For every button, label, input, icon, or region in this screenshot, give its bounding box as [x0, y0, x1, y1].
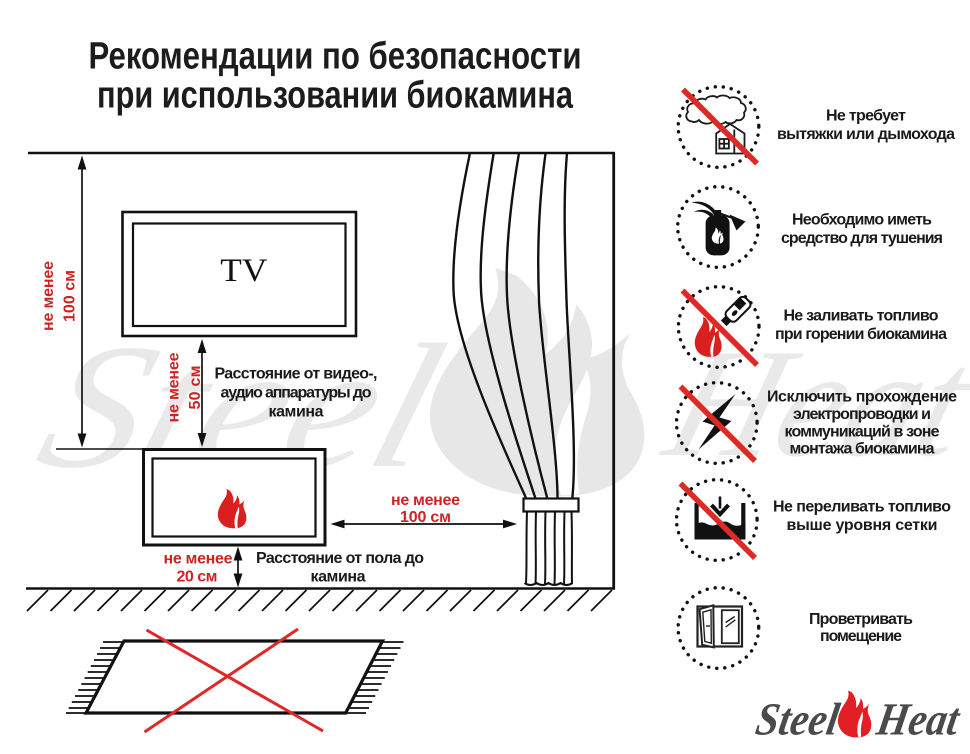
svg-text:Необходимо иметь: Необходимо иметь: [792, 212, 932, 229]
svg-text:вытяжки или дымохода: вытяжки или дымохода: [777, 126, 955, 143]
svg-text:Steel: Steel: [752, 695, 843, 746]
svg-text:Исключить прохождение: Исключить прохождение: [767, 389, 957, 406]
svg-text:при горении биокамина: при горении биокамина: [775, 326, 947, 343]
svg-text:камина: камина: [311, 569, 366, 586]
svg-text:100 см: 100 см: [400, 509, 451, 526]
svg-text:Heat: Heat: [872, 695, 965, 746]
svg-text:камина: камина: [269, 404, 324, 421]
svg-text:Проветривать: Проветривать: [809, 611, 913, 628]
svg-text:помещение: помещение: [820, 628, 902, 645]
svg-text:средство для тушения: средство для тушения: [781, 230, 943, 247]
svg-text:не менее: не менее: [40, 261, 57, 331]
svg-text:аудио аппаратуры до: аудио аппаратуры до: [221, 385, 372, 402]
svg-text:Расстояние от пола до: Расстояние от пола до: [256, 550, 424, 567]
svg-text:TV: TV: [220, 253, 267, 289]
svg-text:выше уровня сетки: выше уровня сетки: [787, 517, 938, 534]
svg-text:не менее: не менее: [166, 352, 183, 422]
svg-text:Расстояние от видео-,: Расстояние от видео-,: [215, 365, 378, 382]
svg-text:не менее: не менее: [164, 551, 233, 568]
svg-text:коммуникаций в зоне: коммуникаций в зоне: [785, 423, 940, 440]
svg-text:монтажа биокамина: монтажа биокамина: [790, 441, 935, 458]
svg-text:электропроводки и: электропроводки и: [793, 406, 931, 423]
svg-text:Не переливать топливо: Не переливать топливо: [773, 499, 951, 516]
svg-text:Не требует: Не требует: [826, 108, 906, 125]
svg-text:50 см: 50 см: [187, 366, 204, 410]
svg-text:при использовании биокамина: при использовании биокамина: [97, 75, 574, 117]
svg-text:Не заливать топливо: Не заливать топливо: [784, 307, 939, 324]
svg-text:100 см: 100 см: [62, 270, 79, 322]
svg-text:не менее: не менее: [391, 492, 460, 509]
svg-text:20 см: 20 см: [177, 569, 218, 586]
svg-text:Рекомендации по безопасности: Рекомендации по безопасности: [89, 36, 582, 78]
